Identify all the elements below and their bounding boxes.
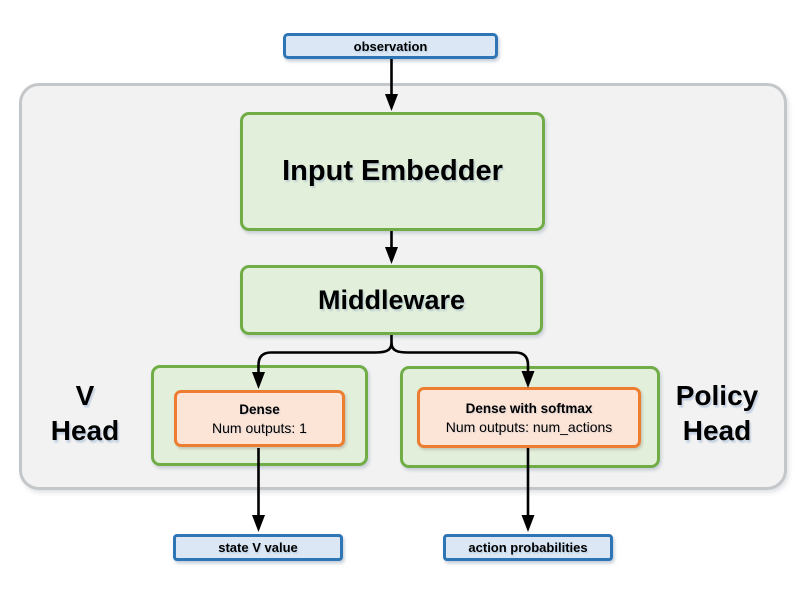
policy-head-label-line2: Head bbox=[682, 415, 752, 446]
v-head-label-line2: Head bbox=[50, 415, 120, 446]
policy-head-label-line1: Policy bbox=[675, 380, 759, 411]
policy-head-label: Policy Head bbox=[667, 378, 767, 448]
node-v-dense-subtitle: Num outputs: 1 bbox=[212, 419, 307, 436]
node-policy-dense-subtitle: Num outputs: num_actions bbox=[445, 418, 613, 435]
node-action-probabilities: action probabilities bbox=[443, 534, 613, 561]
node-observation: observation bbox=[283, 33, 498, 59]
node-state-v-value-label: state V value bbox=[218, 540, 298, 555]
node-state-v-value: state V value bbox=[173, 534, 343, 561]
node-policy-dense-title: Dense with softmax bbox=[465, 400, 593, 416]
v-head-label: V Head bbox=[35, 378, 135, 448]
arrowhead-action-probabilities bbox=[521, 515, 535, 532]
node-input-embedder: Input Embedder bbox=[240, 112, 545, 231]
node-v-dense-title: Dense bbox=[239, 401, 280, 417]
node-action-probabilities-label: action probabilities bbox=[468, 540, 588, 555]
node-middleware-label: Middleware bbox=[317, 284, 466, 315]
arrowhead-state-v-value bbox=[252, 515, 265, 532]
v-head-label-line1: V bbox=[75, 380, 95, 411]
node-v-dense: Dense Num outputs: 1 bbox=[174, 390, 345, 447]
node-middleware: Middleware bbox=[240, 265, 543, 335]
node-observation-label: observation bbox=[353, 38, 428, 54]
node-input-embedder-label: Input Embedder bbox=[282, 155, 503, 187]
node-policy-dense: Dense with softmax Num outputs: num_acti… bbox=[417, 387, 641, 448]
